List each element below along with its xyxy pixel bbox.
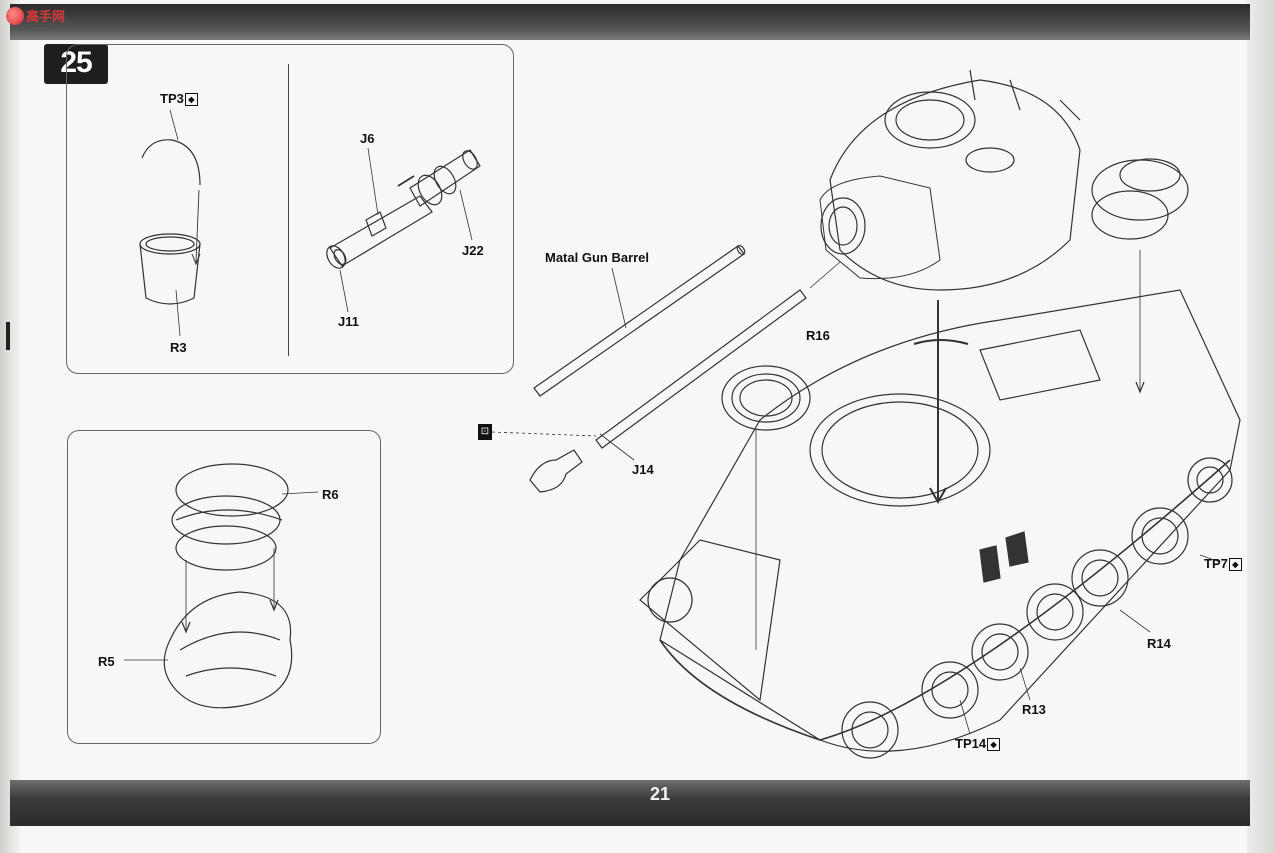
label-r3: R3 [170, 340, 187, 355]
label-tp7: TP7◆ [1204, 556, 1242, 571]
header-band [10, 4, 1250, 40]
label-j14: J14 [632, 462, 654, 477]
label-r16: R16 [806, 328, 830, 343]
detail-panel-top [66, 44, 514, 374]
tank-hull-assembly [639, 289, 1241, 752]
binding-shadow [0, 0, 22, 853]
r6-net-bundle [171, 463, 289, 571]
label-tp3-text: TP3 [160, 91, 184, 106]
label-r14: R14 [1147, 636, 1171, 651]
label-j6: J6 [360, 131, 375, 146]
j14-barrel-part [529, 289, 807, 493]
r6-net-bundle-top [1091, 158, 1189, 240]
footer-band [10, 780, 1250, 826]
metal-gun-barrel-part [533, 244, 746, 397]
tp3-wire-part [141, 139, 201, 186]
label-r6: R6 [322, 487, 339, 502]
label-tp14: TP14◆ [955, 736, 1001, 751]
label-r5: R5 [98, 654, 115, 669]
j-barrel-parts [326, 149, 481, 269]
margin-mark [6, 322, 10, 350]
label-j22: J22 [462, 243, 484, 258]
label-tp3: TP3◆ [160, 91, 198, 106]
watermark: 高手网 gao-shou.com [6, 6, 66, 33]
photo-etch-icon: ◆ [1228, 558, 1242, 571]
label-metal-gun-barrel: Matal Gun Barrel [545, 250, 650, 265]
page-number: 21 [649, 784, 671, 804]
page-edge-shadow [1247, 0, 1275, 853]
r5-net-pad [163, 591, 293, 709]
label-j11: J11 [338, 314, 359, 329]
detail-panel-bottom [67, 430, 381, 744]
turret-drop-arrow [929, 300, 947, 505]
watermark-text: 高手网 [26, 9, 66, 24]
glue-icon: ⊡ [478, 424, 492, 440]
r3-bucket-part [139, 233, 201, 305]
label-tp14-text: TP14 [955, 736, 987, 751]
road-wheels [647, 457, 1233, 759]
photo-etch-icon: ◆ [987, 738, 1001, 751]
label-tp7-text: TP7 [1204, 556, 1228, 571]
r16-coil-part [721, 365, 811, 431]
photo-etch-icon: ◆ [184, 93, 198, 106]
panel-divider [288, 64, 289, 356]
watermark-logo-icon [6, 6, 24, 25]
turret-assembly [819, 69, 1081, 291]
label-r13: R13 [1022, 702, 1046, 717]
watermark-url: gao-shou.com [10, 26, 55, 33]
